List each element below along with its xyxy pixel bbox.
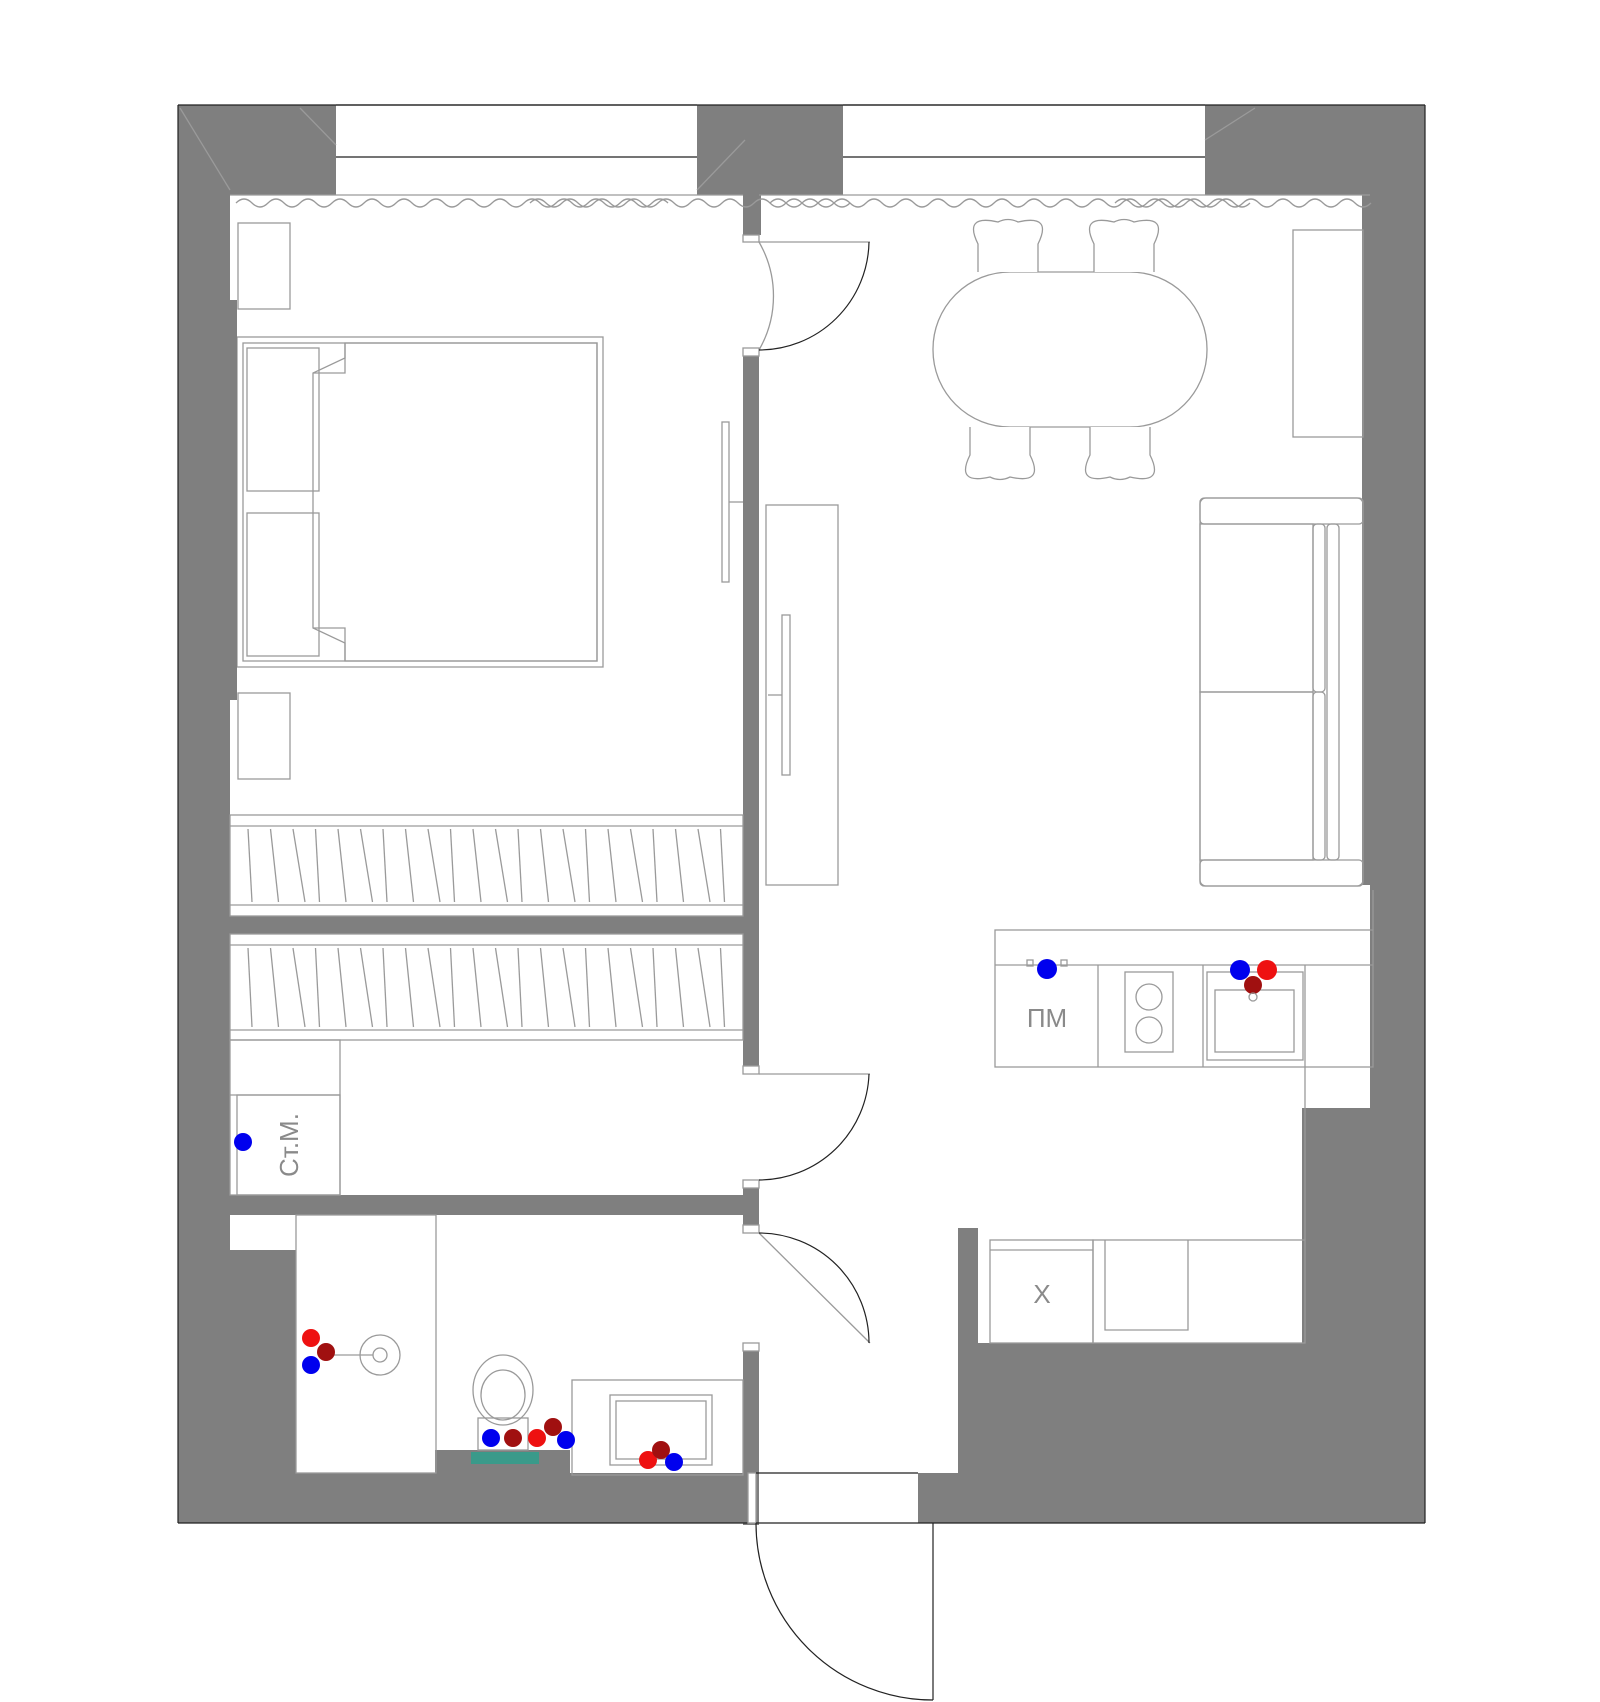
tv-unit xyxy=(765,504,839,886)
hanger xyxy=(247,828,253,903)
bed-mattress xyxy=(242,342,598,662)
hanger xyxy=(337,947,347,1028)
cold-water-pipe xyxy=(234,1133,252,1151)
cold-water-pipe xyxy=(1037,959,1057,979)
bathroom xyxy=(295,1214,744,1476)
hanger xyxy=(584,828,591,903)
bathroom-door xyxy=(742,1224,871,1352)
bathtub xyxy=(528,1379,744,1476)
hanger xyxy=(584,947,591,1028)
kitchen: ПМ Х xyxy=(989,890,1374,1344)
nightstand-top xyxy=(237,222,291,310)
curtains xyxy=(230,194,1372,208)
bedroom-door xyxy=(742,234,870,357)
hanger xyxy=(674,947,685,1028)
pillow-bottom xyxy=(246,512,320,657)
hanger xyxy=(472,947,482,1028)
hanger xyxy=(494,947,509,1028)
kitchen-counter xyxy=(994,929,1374,1068)
hall-wardrobe xyxy=(229,933,744,1041)
sofa xyxy=(1199,497,1364,887)
hanger xyxy=(247,947,253,1028)
bathroom-sink xyxy=(302,1329,401,1376)
hanger xyxy=(539,828,550,903)
floor-drain xyxy=(471,1452,539,1464)
hanger xyxy=(449,828,456,903)
sideboard xyxy=(1292,229,1364,438)
hanger xyxy=(472,828,482,903)
hanger xyxy=(359,828,374,903)
hanger xyxy=(607,947,617,1028)
dining-chair xyxy=(1088,218,1160,272)
hanger xyxy=(674,828,685,903)
dishwasher: ПМ xyxy=(1026,959,1068,1033)
hanger xyxy=(517,828,523,903)
bed-frame xyxy=(236,336,604,668)
washing-machine-label: Ст.М. xyxy=(274,1113,304,1177)
hanger xyxy=(562,828,576,903)
wardrobe-bedroom xyxy=(229,814,744,917)
hanger xyxy=(337,828,347,903)
hanger xyxy=(539,947,550,1028)
hanger xyxy=(719,947,726,1028)
hanger xyxy=(517,947,523,1028)
hanger xyxy=(269,947,280,1028)
hanger xyxy=(292,828,306,903)
hanger xyxy=(404,947,415,1028)
hanger xyxy=(652,947,658,1028)
laundry: Ст.М. xyxy=(229,1039,341,1196)
pillow-top xyxy=(246,347,320,492)
nightstand-bottom xyxy=(237,692,291,780)
dining-chair xyxy=(972,218,1044,272)
hanger xyxy=(494,828,509,903)
hanger xyxy=(382,828,388,903)
hanger xyxy=(607,828,617,903)
dining-table xyxy=(932,218,1208,481)
hanger xyxy=(719,828,726,903)
hanger xyxy=(314,947,321,1028)
hanger xyxy=(269,828,280,903)
windows xyxy=(177,104,1426,1524)
blanket xyxy=(312,342,598,662)
fridge-label: Х xyxy=(1033,1279,1050,1309)
bedroom-tv xyxy=(721,421,743,583)
bedroom xyxy=(229,222,744,917)
dining-chair xyxy=(1084,427,1156,481)
hanger xyxy=(629,947,644,1028)
hanger xyxy=(629,828,644,903)
doors xyxy=(742,234,934,1701)
hanger xyxy=(292,947,306,1028)
kitchen-cabinet xyxy=(1092,1239,1306,1344)
dishwasher-label: ПМ xyxy=(1027,1003,1067,1033)
hanger xyxy=(697,947,711,1028)
hanger xyxy=(382,947,388,1028)
toilet xyxy=(471,1354,539,1464)
living-room xyxy=(765,218,1364,887)
cooktop xyxy=(1124,971,1174,1053)
hanger xyxy=(314,828,321,903)
walls xyxy=(178,105,1425,1525)
hanger xyxy=(427,828,441,903)
hanger xyxy=(697,828,711,903)
entrance-door xyxy=(747,1472,934,1701)
hanger xyxy=(652,828,658,903)
hanger xyxy=(359,947,374,1028)
hanger xyxy=(562,947,576,1028)
dining-chair xyxy=(964,427,1036,481)
hanger xyxy=(449,947,456,1028)
kitchen-sink xyxy=(1206,960,1304,1061)
storage-door xyxy=(742,1065,870,1189)
hanger xyxy=(427,947,441,1028)
hanger xyxy=(404,828,415,903)
